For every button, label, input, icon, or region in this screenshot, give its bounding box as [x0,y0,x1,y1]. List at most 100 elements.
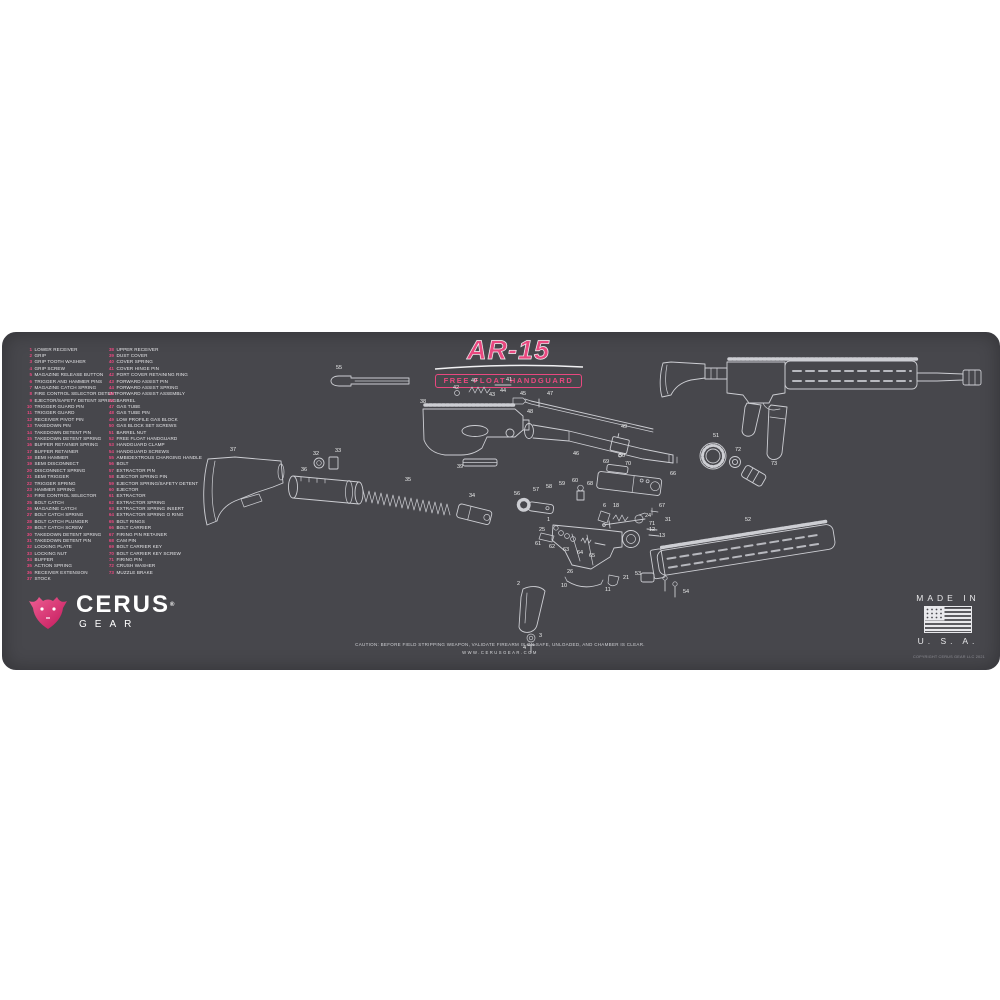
diagram-callout: 40 [471,378,477,384]
caution-text: CAUTION: BEFORE FIELD STRIPPING WEAPON, … [355,642,645,647]
part-label: HAMMER SPRING [34,486,76,492]
part-label: BUFFER RETAINER SPRING [34,442,99,448]
diagram-callout: 31 [665,517,671,523]
diagram-callout: 45 [520,391,526,397]
bolt-drawing [516,497,555,515]
part-number: 7 [29,384,32,390]
part-number: 36 [26,569,32,575]
diagram-callout: 32 [313,451,319,457]
diagram-callout: 48 [527,409,533,415]
part-number: 49 [108,416,114,422]
product-title: AR-15 [466,335,551,365]
part-label: ACTION SPRING [34,563,73,569]
selector-drawing [634,514,644,524]
part-number: 34 [26,557,32,563]
rifle-handguard [784,360,918,390]
bolt-carrier-group-drawing [516,463,663,546]
part-number: 21 [26,474,32,480]
part-number: 60 [108,486,114,492]
part-number: 26 [26,506,32,512]
firing-pin-drawing [602,518,646,526]
part-label: BARREL [116,397,136,403]
part-label: MUZZLE BRAKE [116,569,153,575]
diagram-callout: 6 [603,503,606,509]
diagram-callout: 71 [649,521,655,527]
handguard-screws-drawing [640,572,678,598]
diagram-callout: 37 [230,447,236,453]
assembled-rifle-drawing [659,357,982,460]
part-number: 66 [108,525,114,531]
part-number: 64 [108,512,114,518]
hammer-drawing [597,510,611,524]
part-label: BUFFER [34,557,54,563]
diagram-callout: 10 [561,583,567,589]
part-number: 27 [26,512,32,518]
part-label: TRIGGER AND HAMMER PINS [34,378,103,384]
part-number: 29 [26,525,32,531]
diagram-callout: 70 [625,461,631,467]
bolt-carrier-drawing [596,463,663,496]
diagram-callout: 62 [549,544,555,550]
diagram-callout: 18 [613,503,619,509]
diagram-callout: 50 [619,453,625,459]
lower-receiver-drawing [551,510,660,588]
diagram-callout: 38 [420,399,426,405]
part-number: 38 [108,346,114,352]
part-label: TRIGGER GUARD PIN [34,404,84,410]
rifle-grip [741,402,762,437]
diagram-callout: 49 [621,424,627,430]
part-label: MAGAZINE RELEASE BUTTON [34,372,104,378]
diagram-callout: 72 [735,447,741,453]
part-number: 16 [26,442,32,448]
muzzle-brake-drawing [741,465,767,487]
diagram-callout: 1 [547,517,550,523]
part-number: 51 [108,429,114,435]
part-number: 61 [108,493,114,499]
part-label: TAKEDOWN DETENT SPRING [34,435,102,441]
diagram-callout: 43 [489,392,495,398]
part-number: 72 [108,563,114,569]
part-label: TAKEDOWN DETENT PIN [34,429,92,435]
part-label: LOCKING NUT [34,550,67,556]
part-number: 31 [26,537,32,543]
part-number: 42 [108,372,114,378]
part-number: 39 [108,353,114,359]
part-number: 3 [29,359,32,365]
diagram-callout: 56 [514,491,520,497]
part-label: GAS TUBE [116,404,141,410]
diagram-callout: 66 [670,471,676,477]
diagram-callout: 53 [635,571,641,577]
diagram-callout: 41 [506,377,512,383]
part-number: 59 [108,480,114,486]
diagram-callout: 4 [523,645,526,651]
part-label: TAKEDOWN PIN [34,423,71,429]
part-label: SEMI TRIGGER [34,474,70,480]
diagram-callout: 24 [645,513,651,519]
locking-plate-drawing [313,456,339,470]
part-number: 10 [26,404,32,410]
part-number: 54 [108,448,114,454]
part-label: SEMI HAMMER [34,455,69,461]
part-number: 62 [108,499,114,505]
